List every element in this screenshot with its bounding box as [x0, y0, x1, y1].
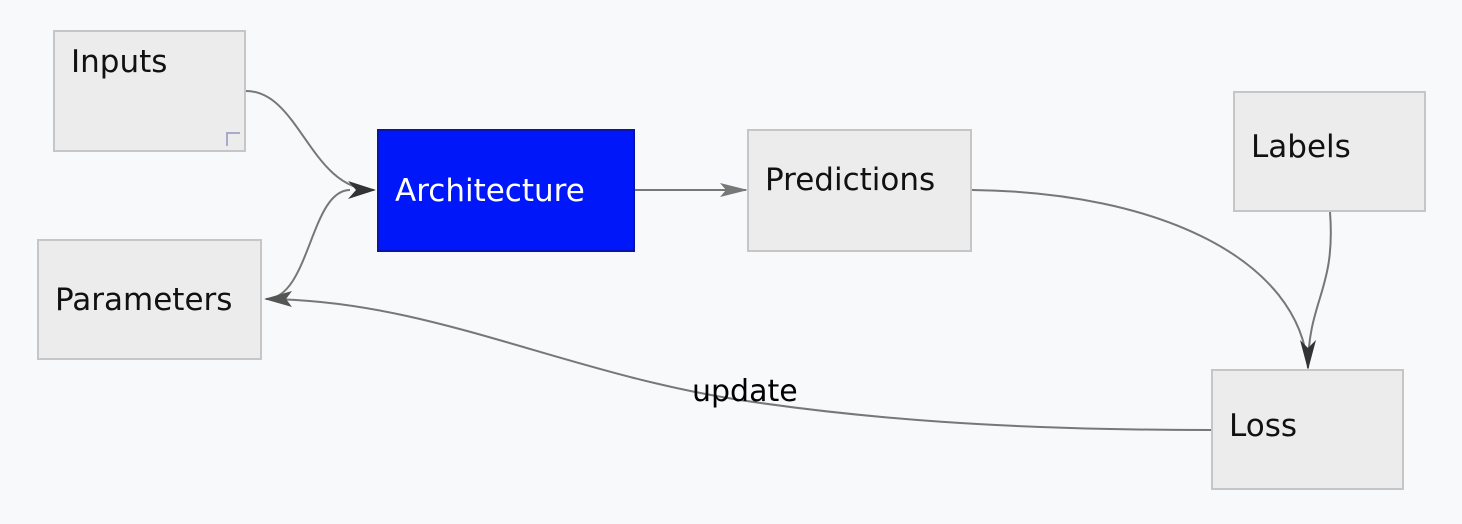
node-inputs-label: Inputs: [71, 44, 168, 80]
node-parameters-label: Parameters: [55, 281, 233, 318]
node-labels-label: Labels: [1251, 128, 1351, 165]
arrowhead-loss: [1300, 340, 1316, 370]
node-loss-label: Loss: [1229, 407, 1297, 444]
node-architecture[interactable]: Architecture: [377, 129, 635, 252]
edge-predictions-to-loss: [971, 189, 1309, 369]
arrowhead-parameters: [264, 291, 292, 307]
edge-loss-to-parameters: [265, 298, 1212, 431]
arrowhead-predictions: [720, 183, 748, 197]
edge-inputs-to-architecture: [245, 90, 375, 191]
node-predictions-label: Predictions: [765, 161, 936, 198]
resize-handle-icon: [226, 132, 240, 146]
edge-label-update: update: [692, 374, 798, 409]
edge-parameters-to-architecture: [265, 189, 351, 300]
node-predictions[interactable]: Predictions: [747, 129, 972, 252]
node-parameters[interactable]: Parameters: [37, 239, 262, 360]
edge-labels-to-loss: [1307, 211, 1332, 369]
arrowhead-architecture-top: [348, 181, 376, 199]
node-architecture-label: Architecture: [395, 172, 585, 209]
node-loss[interactable]: Loss: [1211, 369, 1404, 490]
node-inputs[interactable]: Inputs: [53, 30, 246, 152]
node-labels[interactable]: Labels: [1233, 91, 1426, 212]
